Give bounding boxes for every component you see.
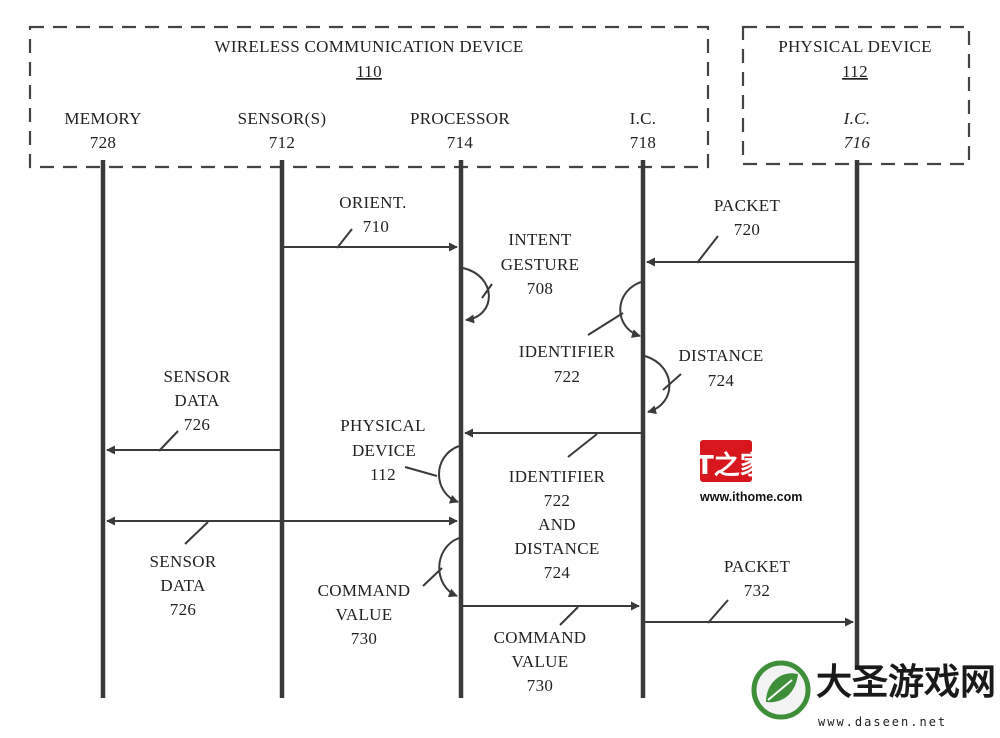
intent-label-1: INTENT (508, 230, 571, 249)
sensordata-top-ref: 726 (184, 415, 210, 434)
sensordata-top-label-2: DATA (174, 391, 220, 410)
identifier722-label: IDENTIFIER (519, 342, 616, 361)
physical-device-box (741, 25, 971, 166)
id-dist-label-3: AND (538, 515, 576, 534)
ic718-ref: 718 (630, 133, 656, 152)
intent-leader (481, 283, 493, 299)
ithome-logo: IT之家 (686, 450, 765, 481)
distance724-loop (644, 355, 671, 415)
ithome-watermark: IT之家 www.ithome.com (686, 440, 802, 504)
id-dist-ref: 724 (544, 563, 571, 582)
packet720-label: PACKET (714, 196, 781, 215)
cmdval-left-label-1: COMMAND (318, 581, 411, 600)
sensordata-top-leader (158, 430, 179, 452)
distance724-label: DISTANCE (678, 346, 763, 365)
intent-label-2: GESTURE (501, 255, 580, 274)
id-dist-label-1: IDENTIFIER (509, 467, 606, 486)
sensordata-bottom-ref: 726 (170, 600, 196, 619)
cmdval-left-leader (422, 567, 443, 587)
id-dist-leader (567, 433, 598, 458)
packet720-leader (696, 235, 719, 264)
sensordata-bottom-label-2: DATA (160, 576, 206, 595)
packet732-ref: 732 (744, 581, 770, 600)
packet732-label: PACKET (724, 557, 791, 576)
physdev-ref: 112 (370, 465, 396, 484)
identifier722-leader (587, 312, 624, 336)
intent-gesture-loop (462, 267, 490, 324)
sensors-label: SENSOR(S) (238, 109, 327, 128)
identifier722-loop (619, 281, 642, 338)
sensors-ref: 712 (269, 133, 295, 152)
ithome-logo-icon (700, 440, 752, 482)
memory-ref: 728 (90, 133, 116, 152)
daseen-url: www.daseen.net (818, 715, 947, 729)
physdev-loop (438, 445, 460, 504)
ithome-site: www.ithome.com (699, 490, 802, 504)
processor-label: PROCESSOR (410, 109, 510, 128)
daseen-leaf-vein (767, 679, 793, 701)
sensordata-bottom-leader (184, 521, 209, 545)
cmdval-left-label-2: VALUE (336, 605, 393, 624)
identifier722-ref: 722 (554, 367, 580, 386)
physdev-label-1: PHYSICAL (340, 416, 426, 435)
wireless-device-title: WIRELESS COMMUNICATION DEVICE (214, 37, 523, 56)
sensordata-top-label-1: SENSOR (164, 367, 231, 386)
memory-label: MEMORY (64, 109, 141, 128)
processor-ref: 714 (447, 133, 474, 152)
physical-device-ref: 112 (842, 62, 868, 81)
physdev-label-2: DEVICE (352, 441, 416, 460)
orient-leader (336, 228, 353, 249)
wireless-device-ref: 110 (356, 62, 382, 81)
distance724-ref: 724 (708, 371, 735, 390)
ic718-label: I.C. (630, 109, 657, 128)
orient-ref: 710 (363, 217, 389, 236)
id-dist-label-4: DISTANCE (514, 539, 599, 558)
cmdval-bottom-leader (559, 606, 579, 626)
physical-device-title: PHYSICAL DEVICE (778, 37, 932, 56)
cmdval-bottom-ref: 730 (527, 676, 553, 695)
daseen-watermark: 大圣游戏网 www.daseen.net (751, 660, 996, 729)
sensordata-bottom-label-1: SENSOR (150, 552, 217, 571)
intent-ref: 708 (527, 279, 553, 298)
cmdval-left-ref: 730 (351, 629, 377, 648)
cmdval-bottom-label-1: COMMAND (494, 628, 587, 647)
id-dist-label-2: 722 (544, 491, 570, 510)
cmdval-bottom-label-2: VALUE (512, 652, 569, 671)
ic716-label: I.C. (843, 109, 871, 128)
packet720-ref: 720 (734, 220, 760, 239)
cmdval-loop (438, 537, 460, 598)
packet732-leader (707, 599, 729, 624)
orient-label: ORIENT. (339, 193, 406, 212)
physdev-leader (404, 466, 438, 477)
wireless-device-box (28, 25, 710, 169)
distance724-leader (662, 373, 682, 391)
daseen-name: 大圣游戏网 (816, 662, 996, 703)
ic716-ref: 716 (844, 133, 871, 152)
